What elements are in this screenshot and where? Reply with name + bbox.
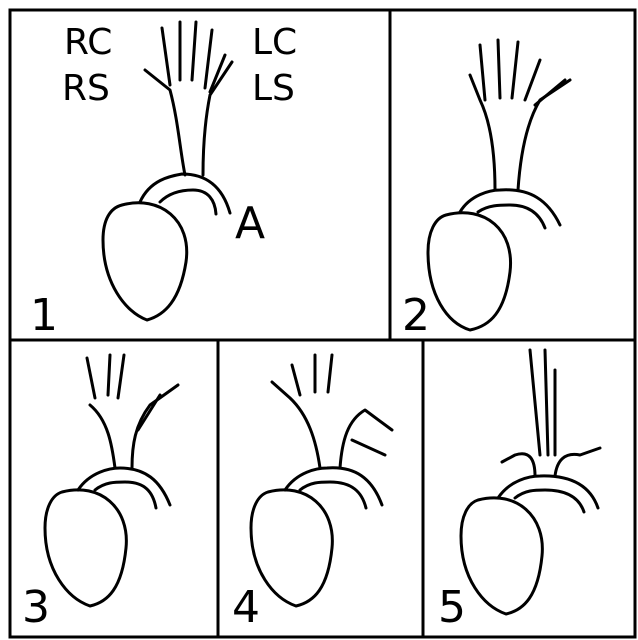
trunk-left-wall bbox=[502, 454, 535, 476]
aortic-arch-outer bbox=[140, 174, 230, 213]
aortic-arch-inner bbox=[478, 205, 545, 228]
vessel-3 bbox=[192, 22, 196, 80]
aortic-arch-outer bbox=[460, 190, 560, 225]
vessel-1 bbox=[162, 28, 170, 85]
panel-3: 3 bbox=[22, 355, 178, 633]
label-a: A bbox=[235, 198, 265, 249]
trunk-right-wall bbox=[340, 410, 392, 468]
panel-number: 4 bbox=[232, 582, 260, 633]
trunk-left-wall bbox=[145, 70, 185, 175]
aortic-arch-inner bbox=[95, 482, 156, 508]
vessel-4 bbox=[525, 60, 540, 100]
vessel-5 bbox=[535, 80, 565, 105]
trunk-left-wall bbox=[90, 405, 115, 468]
vessel-2 bbox=[108, 355, 110, 395]
trunk-left-wall bbox=[470, 75, 495, 190]
vessel-1 bbox=[480, 45, 485, 100]
vessel-2 bbox=[545, 350, 548, 455]
panel-1: RC RS LC LS A 1 bbox=[30, 22, 297, 341]
panel-number: 3 bbox=[22, 582, 50, 633]
aortic-arch-outer bbox=[78, 468, 170, 505]
vessel-3 bbox=[328, 355, 332, 392]
vessel-3 bbox=[118, 355, 124, 398]
vessel-1 bbox=[87, 358, 95, 398]
panel-number: 2 bbox=[402, 290, 430, 341]
heart bbox=[461, 498, 542, 614]
aortic-arch-inner bbox=[300, 482, 366, 508]
vessel-3 bbox=[512, 42, 518, 98]
panel-2: 2 bbox=[402, 40, 570, 341]
vessel-4 bbox=[138, 395, 160, 430]
trunk-left-wall bbox=[272, 382, 320, 468]
heart bbox=[428, 213, 511, 330]
panel-4: 4 bbox=[232, 355, 392, 633]
heart bbox=[45, 490, 126, 606]
vessel-4 bbox=[352, 440, 385, 455]
vessel-2 bbox=[498, 40, 500, 98]
heart bbox=[103, 203, 187, 320]
vessel-1 bbox=[530, 350, 540, 455]
panel-number: 1 bbox=[30, 290, 58, 341]
label-ls: LS bbox=[252, 68, 295, 109]
label-lc: LC bbox=[252, 22, 297, 63]
label-rc: RC bbox=[64, 22, 112, 63]
aortic-arch-outer bbox=[498, 476, 598, 508]
aortic-arch-outer bbox=[285, 468, 382, 505]
heart bbox=[251, 490, 332, 606]
aortic-arch-inner bbox=[160, 190, 216, 214]
trunk-right-wall bbox=[555, 448, 600, 476]
label-rs: RS bbox=[62, 68, 110, 109]
panel-number: 5 bbox=[438, 582, 466, 633]
vessel-4 bbox=[205, 30, 212, 88]
vessel-1 bbox=[292, 365, 300, 395]
panel-5: 5 bbox=[438, 350, 600, 633]
